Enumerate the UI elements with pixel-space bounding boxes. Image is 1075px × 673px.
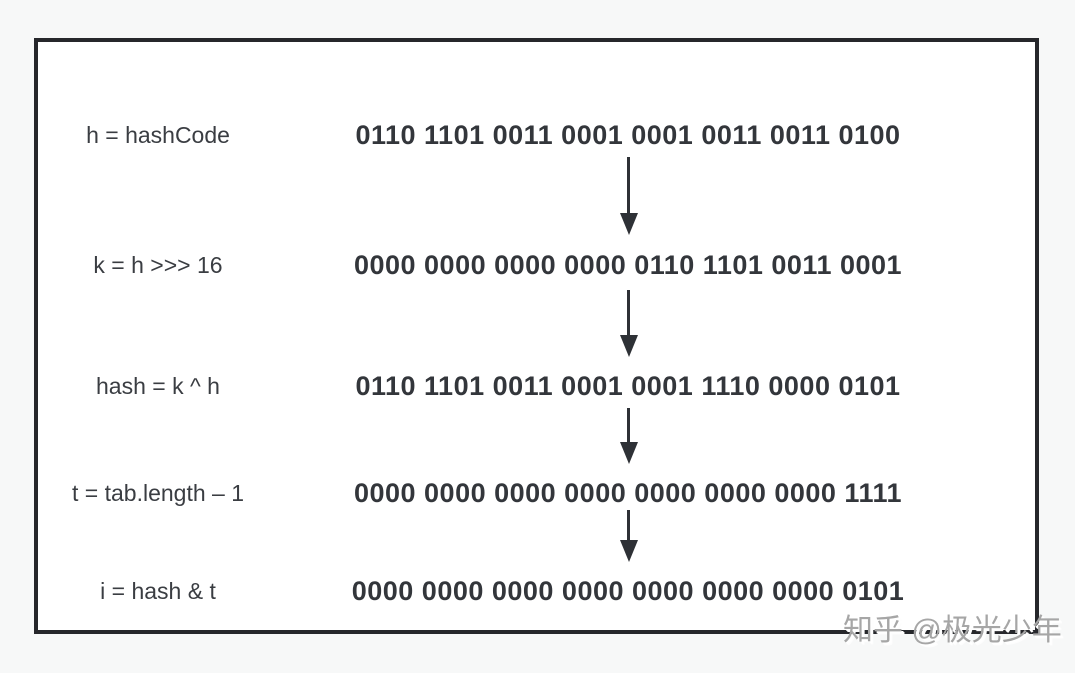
step-label: k = h >>> 16 <box>93 252 223 278</box>
arrow-shaft <box>627 157 630 213</box>
diagram-row-table-mask: t = tab.length – 1 0000 0000 0000 0000 0… <box>0 473 1075 513</box>
binary-value: 0110 1101 0011 0001 0001 0011 0011 0100 <box>355 120 901 150</box>
watermark: 知乎 @极光少年 <box>843 614 1062 647</box>
step-label: hash = k ^ h <box>96 373 220 399</box>
binary-value: 0000 0000 0000 0000 0110 1101 0011 0001 <box>353 250 903 280</box>
step-label: t = tab.length – 1 <box>72 480 244 506</box>
arrow-down-icon <box>619 157 638 235</box>
diagram-row-unsigned-shift: k = h >>> 16 0000 0000 0000 0000 0110 11… <box>0 245 1075 285</box>
binary-value: 0110 1101 0011 0001 0001 1110 0000 0101 <box>355 371 901 401</box>
diagram-row-xor: hash = k ^ h 0110 1101 0011 0001 0001 11… <box>0 366 1075 406</box>
arrow-shaft <box>627 408 630 442</box>
binary-value: 0000 0000 0000 0000 0000 0000 0000 0101 <box>351 576 905 606</box>
arrow-shaft <box>627 290 630 335</box>
arrow-down-icon <box>619 290 638 357</box>
arrow-head <box>619 213 638 235</box>
binary-value: 0000 0000 0000 0000 0000 0000 0000 1111 <box>353 478 903 508</box>
step-label: h = hashCode <box>86 122 230 148</box>
arrow-shaft <box>627 510 630 540</box>
diagram-frame <box>34 38 1039 634</box>
step-label: i = hash & t <box>100 578 216 604</box>
arrow-head <box>619 540 638 562</box>
arrow-down-icon <box>619 510 638 562</box>
arrow-head <box>619 335 638 357</box>
diagram-row-hashcode: h = hashCode 0110 1101 0011 0001 0001 00… <box>0 115 1075 155</box>
arrow-head <box>619 442 638 464</box>
arrow-down-icon <box>619 408 638 464</box>
diagram-row-index: i = hash & t 0000 0000 0000 0000 0000 00… <box>0 571 1075 611</box>
